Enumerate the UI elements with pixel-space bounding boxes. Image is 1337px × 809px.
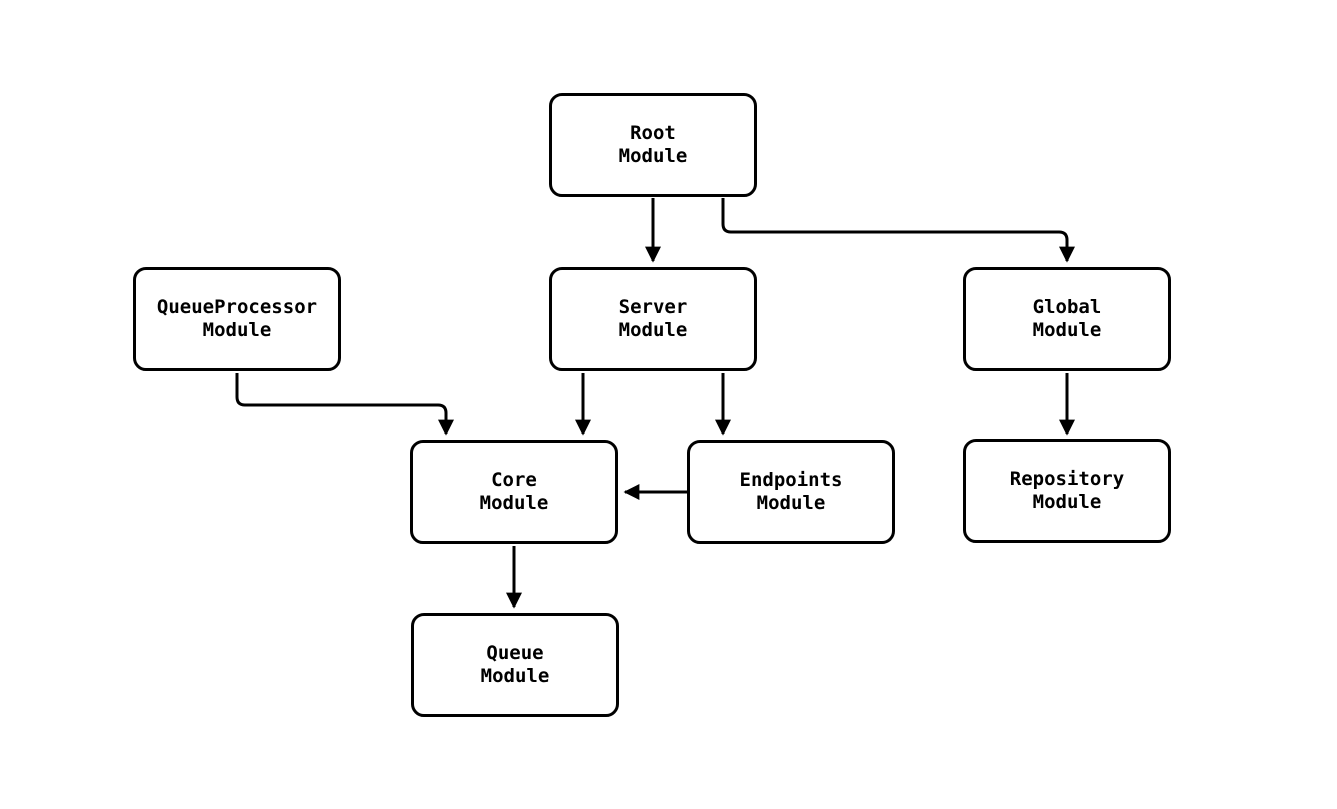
edge-queueprocessor-core [235, 373, 454, 436]
node-global-module: Global Module [963, 267, 1171, 371]
node-server-module: Server Module [549, 267, 757, 371]
node-core-module-label: Core Module [479, 469, 549, 514]
node-root-module-label: Root Module [618, 122, 688, 167]
edge-root-global [721, 198, 1075, 263]
node-queueprocessor-module-label: QueueProcessor Module [156, 296, 318, 341]
node-repository-module-label: Repository Module [1009, 468, 1125, 513]
node-queue-module-label: Queue Module [480, 642, 550, 687]
node-endpoints-module: Endpoints Module [687, 440, 895, 544]
node-queue-module: Queue Module [411, 613, 619, 717]
node-global-module-label: Global Module [1032, 296, 1102, 341]
node-repository-module: Repository Module [963, 439, 1171, 543]
node-queueprocessor-module: QueueProcessor Module [133, 267, 341, 371]
node-server-module-label: Server Module [618, 296, 688, 341]
node-endpoints-module-label: Endpoints Module [739, 469, 843, 514]
node-root-module: Root Module [549, 93, 757, 197]
node-core-module: Core Module [410, 440, 618, 544]
